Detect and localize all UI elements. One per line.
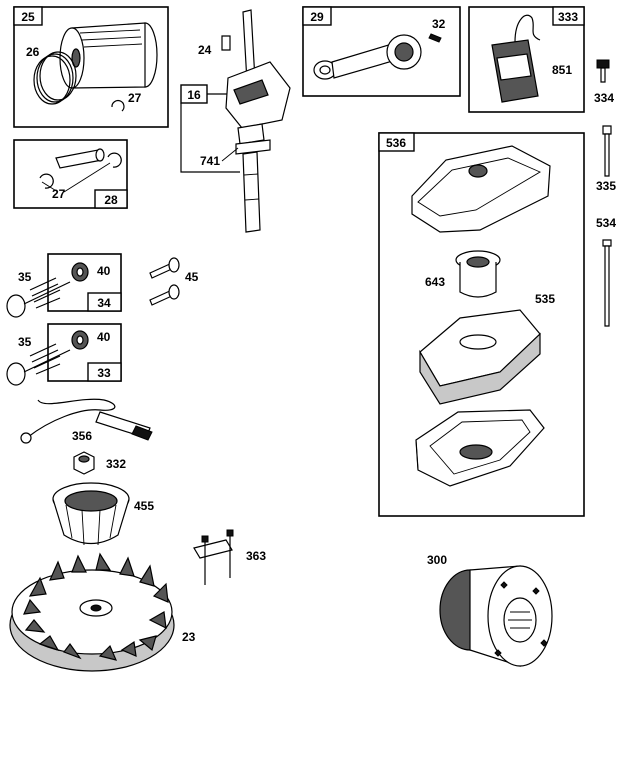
air-cleaner-cover [411,145,551,233]
piston-pin-drawing [55,148,105,169]
retainer-40b-drawing [71,330,89,350]
piston-drawing [59,22,158,89]
valve-intake-group: 33 40 [47,323,122,382]
air-cleaner-tag [378,132,415,152]
ignition-kit-label: 333 [558,10,578,24]
crankshaft-drawing [225,9,291,233]
retainer-40a-drawing [71,262,89,282]
retainer-40a-label: 40 [97,264,111,278]
rod-kit-group: 29 32 [302,6,461,97]
valve-exhaust-group: 34 40 [47,253,122,312]
tappet-label: 45 [185,270,199,284]
muffler-drawing [439,565,553,667]
pin-kit-box [13,139,128,209]
spring-35a-drawing [6,277,71,318]
valve-exhaust-box [47,253,122,312]
muffler-label: 300 [427,553,447,567]
key-label: 24 [198,43,212,57]
pin-kit-label: 28 [104,193,118,207]
connecting-rod-drawing [313,34,422,80]
crankshaft-label: 16 [187,88,201,102]
gear-label: 741 [200,154,220,168]
bolt-534 [602,239,612,327]
air-cleaner-label: 536 [386,136,406,150]
screw-335-label: 335 [596,179,616,193]
bolt-534-label: 534 [596,216,616,230]
air-cleaner-base [415,409,545,487]
ignition-kit-box [468,6,585,113]
air-cleaner-box [378,132,585,517]
valve-exhaust-label: 34 [97,296,111,310]
rod-bolt-label: 32 [432,17,446,31]
pin-lock-label: 27 [52,187,66,201]
rod-bolt-drawing [428,33,442,43]
ground-wire-label: 356 [72,429,92,443]
key-drawing [221,35,231,51]
screw-334 [596,59,610,83]
valve-exhaust-tag [87,292,122,312]
tappets-drawing [149,257,180,306]
screw-335 [602,125,612,177]
retainer-40b-label: 40 [97,330,111,344]
piston-lock-drawing [111,99,125,112]
screw-334-label: 334 [594,91,614,105]
piston-kit-group: 25 26 27 [13,6,169,128]
rod-kit-tag [302,6,332,26]
spring-35b-drawing [6,343,71,386]
pin-lock-right [107,152,122,168]
ignition-kit-tag [552,6,585,26]
valve-intake-box [47,323,122,382]
filter-drawing [419,309,541,405]
spring-35a-label: 35 [18,270,32,284]
air-cleaner-group: 536 643 535 [378,132,585,517]
armature-drawing [491,14,541,103]
seal-drawing [455,250,501,298]
piston-rings-drawing [33,51,77,105]
nut-drawing [73,451,95,475]
pin-kit-group: 28 27 [13,139,128,209]
rod-kit-label: 29 [310,10,324,24]
armature-wire-label: 851 [552,63,572,77]
nut-label: 332 [106,457,126,471]
pin-kit-tag [94,189,128,209]
filter-label: 535 [535,292,555,306]
spring-35b-label: 35 [18,335,32,349]
clamp-drawing [193,529,234,585]
piston-rings-label: 26 [26,45,40,59]
ground-wire-drawing [20,398,153,444]
rod-kit-box [302,6,461,97]
flywheel-drawing [9,552,175,672]
piston-kit-box [13,6,169,128]
valve-intake-label: 33 [97,366,111,380]
screen-drawing [52,482,130,546]
ignition-kit-group: 333 851 [468,6,585,113]
valve-intake-tag [87,362,122,382]
clamp-label: 363 [246,549,266,563]
pin-lock-left [39,173,54,189]
crankshaft-group: 16 24 741 [180,9,291,233]
piston-kit-tag [13,6,43,26]
seal-label: 643 [425,275,445,289]
piston-kit-label: 25 [21,10,35,24]
screen-label: 455 [134,499,154,513]
flywheel-label: 23 [182,630,196,644]
piston-lock-label: 27 [128,91,142,105]
